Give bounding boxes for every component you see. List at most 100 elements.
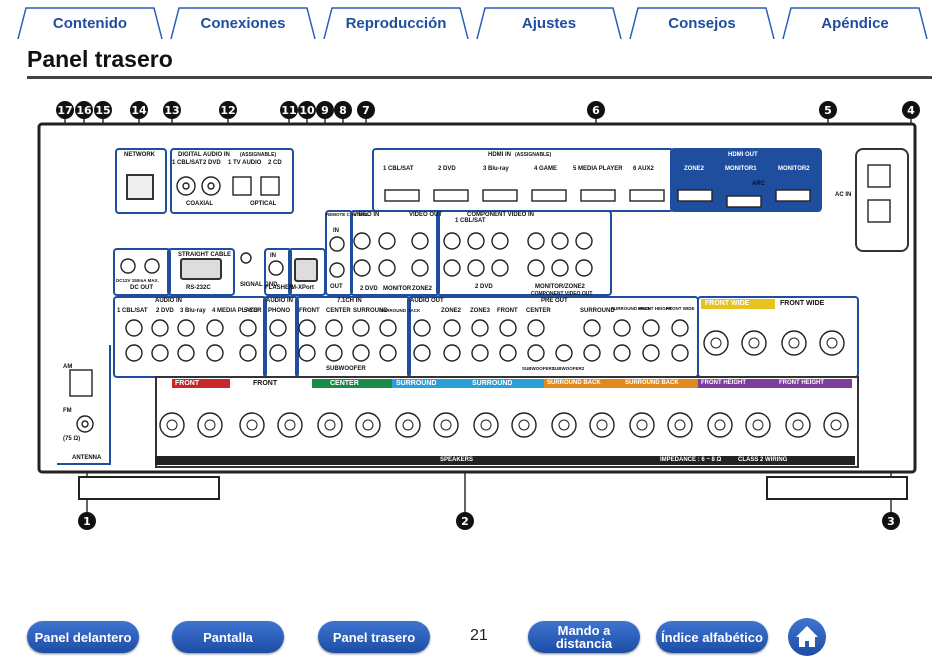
signal-gnd-label: SIGNAL GND <box>240 282 278 288</box>
audio-in-2: 2 DVD <box>156 308 174 314</box>
spk-front-height-r-bar <box>698 379 776 388</box>
preout-zone3: ZONE3 <box>470 308 491 314</box>
hdmi-assignable-label: (ASSIGNABLE) <box>515 152 552 158</box>
preout-center: CENTER <box>526 308 551 314</box>
tab-consejos[interactable]: Consejos <box>624 6 780 40</box>
tab-apendice[interactable]: Apéndice <box>777 6 933 40</box>
network-block <box>115 148 167 214</box>
rs232c-port[interactable] <box>180 258 222 280</box>
nav-front-panel-button[interactable]: Panel delantero <box>27 621 139 653</box>
preout-zone2: ZONE2 <box>441 308 462 314</box>
speakers-label: SPEAKERS <box>440 457 474 463</box>
home-icon <box>796 626 818 647</box>
spk-surround-back-r: SURROUND BACK <box>547 380 601 386</box>
rs232c-block <box>167 248 235 296</box>
hdmi-in-5: 5 MEDIA PLAYER <box>573 166 623 172</box>
spk-surround-back-l-bar <box>622 379 698 388</box>
component-in-label: COMPONENT VIDEO IN <box>467 212 535 218</box>
tab-reproduccion[interactable]: Reproducción <box>318 6 474 40</box>
component-block <box>436 210 612 296</box>
callout-4: 4 <box>902 101 920 119</box>
spk-center: CENTER <box>330 380 359 387</box>
dc-out-block <box>113 248 171 296</box>
flasher-block <box>264 248 292 296</box>
am-label: AM <box>63 364 73 370</box>
ac-inlet[interactable] <box>855 148 909 252</box>
tab-shape <box>476 7 622 40</box>
audio-in-label: AUDIO IN <box>155 298 182 304</box>
nav-rear-panel-button[interactable]: Panel trasero <box>318 621 430 653</box>
preout-subwoofer2: SUBWOOFER2 <box>552 366 585 371</box>
front-wide-r-label: FRONT WIDE <box>705 300 750 307</box>
preout-front-wide: FRONT WIDE <box>666 306 695 311</box>
nav-index-button[interactable]: Índice alfabético <box>656 621 768 653</box>
straight-cable-label: STRAIGHT CABLE <box>178 252 231 258</box>
hdmi-in-label: HDMI IN <box>488 152 511 158</box>
hdmi-in-4: 4 GAME <box>534 166 558 172</box>
arc-label: ARC <box>752 181 765 187</box>
digital-audio-label: DIGITAL AUDIO IN <box>178 152 230 158</box>
tab-contenido[interactable]: Contenido <box>12 6 168 40</box>
opt-1-label: 1 TV AUDIO <box>228 160 262 166</box>
mxport-port[interactable] <box>294 258 318 282</box>
callout-10: 10 <box>298 101 316 119</box>
component-dvd-label: 2 DVD <box>475 284 493 290</box>
tab-shape <box>170 7 316 40</box>
hdmi-in-2: 2 DVD <box>438 166 456 172</box>
ch71-surround: SURROUND <box>353 308 388 314</box>
preout-front-height: FRONT HEIGHT <box>638 306 672 311</box>
video-monitor-label: MONITOR <box>383 286 412 292</box>
nav-remote-button[interactable]: Mando a distancia <box>528 621 640 653</box>
ch71-subwoofer: SUBWOOFER <box>326 366 366 372</box>
audio-in-3: 3 Blu-ray <box>180 308 206 314</box>
tab-conexiones[interactable]: Conexiones <box>165 6 321 40</box>
class2-label: CLASS 2 WIRING <box>738 457 788 463</box>
impedance-label: IMPEDANCE : 6 ~ 8 Ω <box>660 457 722 463</box>
callout-9: 9 <box>316 101 334 119</box>
hdmi-out-monitor2: MONITOR2 <box>778 166 810 172</box>
callout-17: 17 <box>56 101 74 119</box>
home-button[interactable] <box>788 618 826 656</box>
opt-2-label: 2 CD <box>268 160 282 166</box>
ch71-label: 7.1CH IN <box>337 298 362 304</box>
ohm75-label: (75 Ω) <box>63 436 81 442</box>
title-divider <box>27 76 932 79</box>
pre-out-label: PRE OUT <box>541 298 568 304</box>
preout-subwoofer1: SUBWOOFER1 <box>522 366 555 371</box>
antenna-label: ANTENNA <box>72 455 102 461</box>
remote-control-label: REMOTE CONTROL <box>326 212 369 217</box>
coax-1-label: 1 CBL/SAT <box>172 160 203 166</box>
tab-label: Consejos <box>668 14 736 32</box>
hdmi-in-3: 3 Blu-ray <box>483 166 509 172</box>
speaker-block <box>155 376 859 468</box>
dc-out-label: DC OUT <box>130 285 153 291</box>
callout-3: 3 <box>882 512 900 530</box>
callout-1: 1 <box>78 512 96 530</box>
tab-ajustes[interactable]: Ajustes <box>471 6 627 40</box>
tab-shape <box>17 7 163 40</box>
ethernet-port[interactable] <box>126 174 154 200</box>
tab-label: Contenido <box>52 14 128 32</box>
page-number: 21 <box>470 627 488 644</box>
phono-audio-in-label: AUDIO IN <box>266 298 293 304</box>
preout-surround: SURROUND <box>580 308 615 314</box>
tab-label: Ajustes <box>521 14 577 32</box>
callout-5: 5 <box>819 101 837 119</box>
hdmi-in-6: 6 AUX2 <box>633 166 654 172</box>
audio-out-label: AUDIO OUT <box>410 298 444 304</box>
spk-front-height-l-bar <box>776 379 852 388</box>
spk-surround-l: SURROUND <box>472 380 513 387</box>
remote-control-block <box>325 210 353 296</box>
ch71-surround-back: SURROUND BACK <box>380 308 421 313</box>
ch71-center: CENTER <box>326 308 351 314</box>
fm-label: FM <box>63 408 72 414</box>
ch71-front: FRONT <box>299 308 320 314</box>
callout-13: 13 <box>163 101 181 119</box>
callout-16: 16 <box>75 101 93 119</box>
component-cbl-label: 1 CBL/SAT <box>455 218 486 224</box>
hdmi-out-zone2: ZONE2 <box>684 166 705 172</box>
nav-display-button[interactable]: Pantalla <box>172 621 284 653</box>
video-out-label: VIDEO OUT <box>409 212 443 218</box>
mxport-label: M-XPort <box>291 285 314 291</box>
spk-front-l: FRONT <box>253 380 278 387</box>
